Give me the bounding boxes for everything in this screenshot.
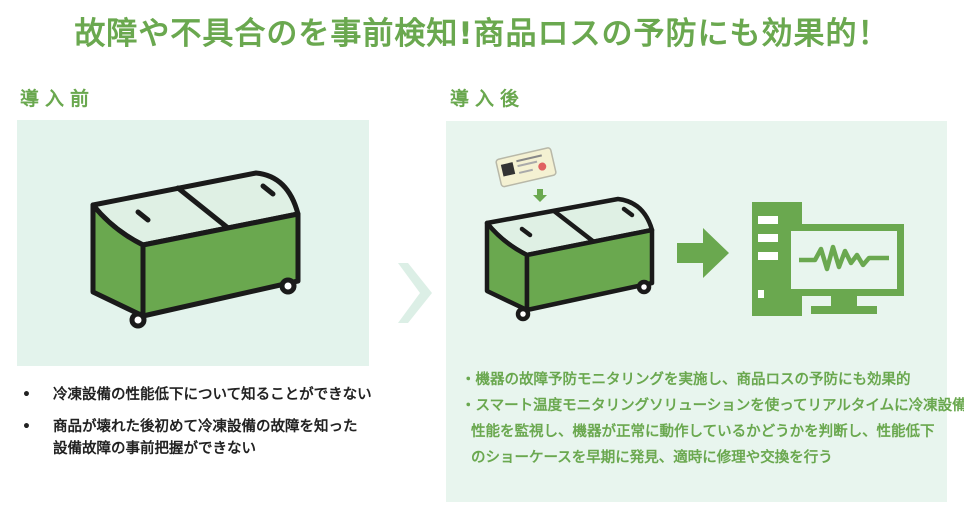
down-arrow-icon	[533, 189, 547, 202]
bullet-icon: •	[22, 419, 31, 435]
waveform-icon	[799, 244, 889, 272]
after-list: ・機器の故障予防モニタリングを実施し、商品ロスの予防にも効果的 ・スマート温度モ…	[461, 367, 964, 471]
after-item-text: ・機器の故障予防モニタリングを実施し、商品ロスの予防にも効果的	[461, 372, 911, 388]
chest-freezer-icon	[90, 170, 301, 329]
bullet-icon: •	[22, 387, 31, 403]
before-list: • 冷凍設備の性能低下について知ることができない • 商品が壊れた後初めて冷凍設…	[22, 384, 372, 470]
after-item-text: ・スマート温度モニタリングソリューションを使ってリアルタイムに冷凍設備の	[461, 398, 964, 414]
before-item-text: 設備故障の事前把握ができない	[53, 441, 256, 457]
after-item-text: 性能を監視し、機器が正常に動作しているかどうかを判断し、性能低下	[471, 424, 935, 440]
after-item-text: のショーケースを早期に発見、適時に修理や交換を行う	[471, 450, 833, 466]
chevron-right-icon	[398, 263, 432, 323]
page-title: 故障や不具合のを事前検知!商品ロスの予防にも効果的！	[74, 16, 890, 52]
chest-freezer-icon	[484, 196, 655, 322]
before-item-text: 冷凍設備の性能低下について知ることができない	[53, 387, 372, 403]
temperature-sensor-icon	[495, 147, 557, 188]
section-label-after: 導入後	[450, 88, 526, 110]
right-arrow-icon	[677, 228, 729, 278]
before-item-text: 商品が壊れた後初めて冷凍設備の故障を知った	[53, 419, 358, 435]
before-list-item: • 商品が壊れた後初めて冷凍設備の故障を知った 設備故障の事前把握ができない	[22, 416, 362, 460]
after-list-item: ・機器の故障予防モニタリングを実施し、商品ロスの予防にも効果的	[461, 367, 941, 393]
section-label-before: 導入前	[20, 88, 96, 110]
after-list-item: ・スマート温度モニタリングソリューションを使ってリアルタイムに冷凍設備の 性能を…	[461, 393, 964, 471]
before-list-item: • 冷凍設備の性能低下について知ることができない	[22, 384, 372, 406]
